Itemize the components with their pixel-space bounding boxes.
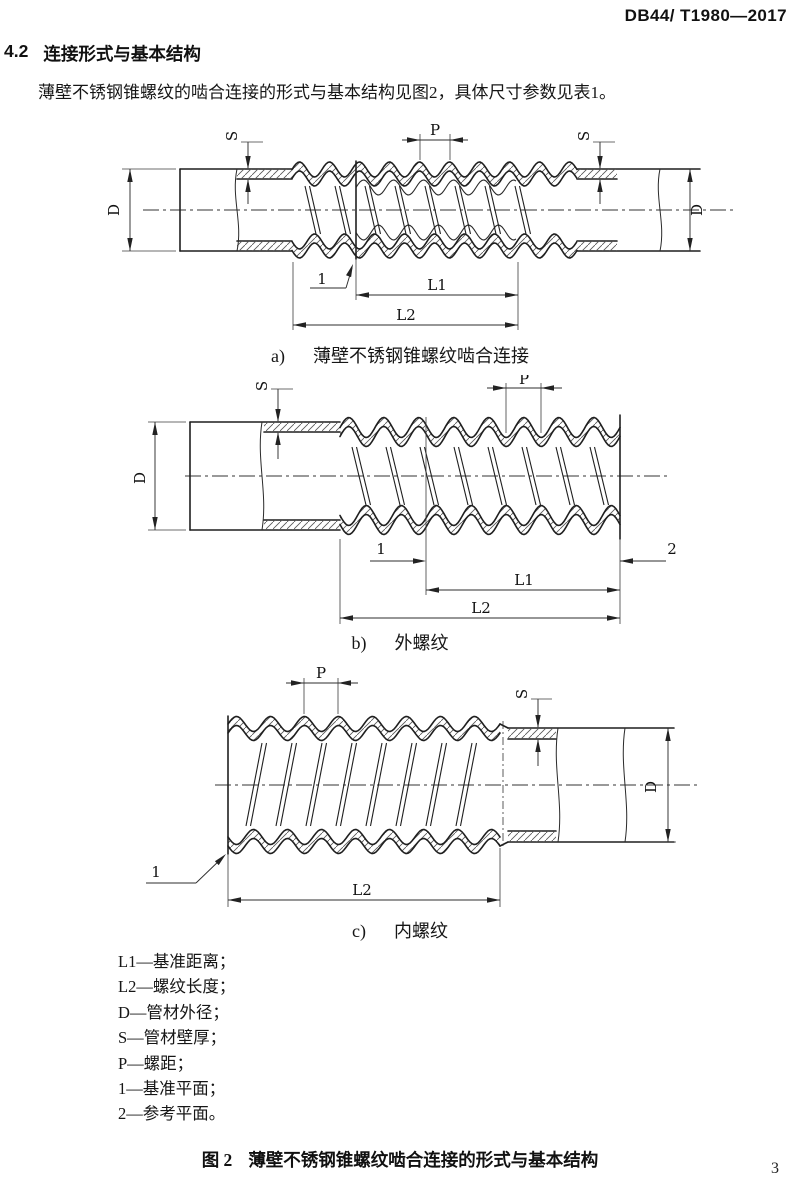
subfigure-b-labels: S P D 1 2 L1 L2: [131, 375, 677, 617]
plane2-label: 2: [667, 540, 677, 558]
plane1-label: 1: [376, 540, 386, 558]
page-number: 3: [771, 1160, 779, 1177]
subfigure-a-geometry: [122, 134, 737, 330]
subfigure-a-drawing: D S P S D 1 L1 L2: [105, 121, 737, 330]
dim-label-P: P: [430, 121, 440, 139]
dim-label-L2: L2: [352, 881, 372, 899]
figure-legend: L1—基准距离； L2—螺纹长度； D—管材外径； S—管材壁厚； P—螺距； …: [118, 949, 235, 1127]
dim-label-D: D: [642, 781, 660, 793]
figure-caption-text: 薄壁不锈钢锥螺纹啮合连接的形式与基本结构: [248, 1150, 599, 1170]
document-number: DB44/ T1980—2017: [624, 6, 787, 25]
subfigure-b-drawing: S P D 1 2 L1 L2: [131, 375, 677, 624]
figure-caption: 图 2 薄壁不锈钢锥螺纹啮合连接的形式与基本结构: [0, 1147, 800, 1172]
body-paragraph: 薄壁不锈钢锥螺纹的啮合连接的形式与基本结构见图2，具体尺寸参数见表1。: [38, 83, 616, 102]
legend-item-2: 2—参考平面。: [118, 1104, 226, 1124]
subfigure-c-caption: c) 内螺纹: [0, 917, 800, 943]
subfigure-a-labels: D S P S D 1 L1 L2: [105, 121, 706, 324]
section-number: 4.2: [4, 41, 29, 61]
subfigure-a-caption: a) 薄壁不锈钢锥螺纹啮合连接: [0, 342, 800, 368]
subfigure-a-title: 薄壁不锈钢锥螺纹啮合连接: [312, 346, 529, 366]
dim-label-D-left: D: [105, 204, 123, 216]
figure-caption-label: 图 2: [201, 1150, 233, 1170]
dim-label-L1: L1: [427, 276, 447, 294]
legend-item-L2: L2—螺纹长度；: [118, 977, 236, 997]
section-title: 连接形式与基本结构: [43, 44, 201, 64]
dim-label-P: P: [316, 665, 326, 682]
subfigure-b-title: 外螺纹: [394, 633, 449, 653]
dim-label-D-right: D: [688, 204, 706, 216]
legend-item-P: P—螺距；: [118, 1053, 194, 1073]
dim-label-D: D: [131, 472, 149, 484]
dim-label-S-left: S: [223, 131, 241, 141]
subfigure-b-geometry: [148, 383, 668, 624]
dim-label-P: P: [519, 375, 529, 388]
subfigure-c-labels: P S D 1 L2: [151, 665, 660, 899]
dim-label-S: S: [513, 689, 531, 699]
subfigure-c-geometry: [146, 678, 700, 907]
subfigure-a-label: a): [271, 346, 285, 366]
dim-label-L2: L2: [396, 306, 416, 324]
dim-label-S: S: [253, 381, 271, 391]
plane1-label: 1: [317, 270, 327, 288]
legend-item-1: 1—基准平面；: [118, 1078, 226, 1098]
dim-label-S-right: S: [575, 131, 593, 141]
subfigure-b-label: b): [351, 633, 367, 653]
dim-label-L2: L2: [471, 599, 491, 617]
subfigure-b-caption: b) 外螺纹: [0, 629, 800, 655]
subfigure-c-title: 内螺纹: [393, 921, 448, 941]
subfigure-c-drawing: P S D 1 L2: [146, 665, 700, 907]
legend-item-S: S—管材壁厚；: [118, 1028, 227, 1048]
dim-label-L1: L1: [514, 571, 534, 589]
legend-item-D: D—管材外径；: [118, 1002, 229, 1022]
legend-item-L1: L1—基准距离；: [118, 952, 236, 971]
section-heading: 4.2 连接形式与基本结构: [4, 41, 201, 66]
plane1-label: 1: [151, 863, 161, 881]
subfigure-c-label: c): [352, 921, 366, 941]
